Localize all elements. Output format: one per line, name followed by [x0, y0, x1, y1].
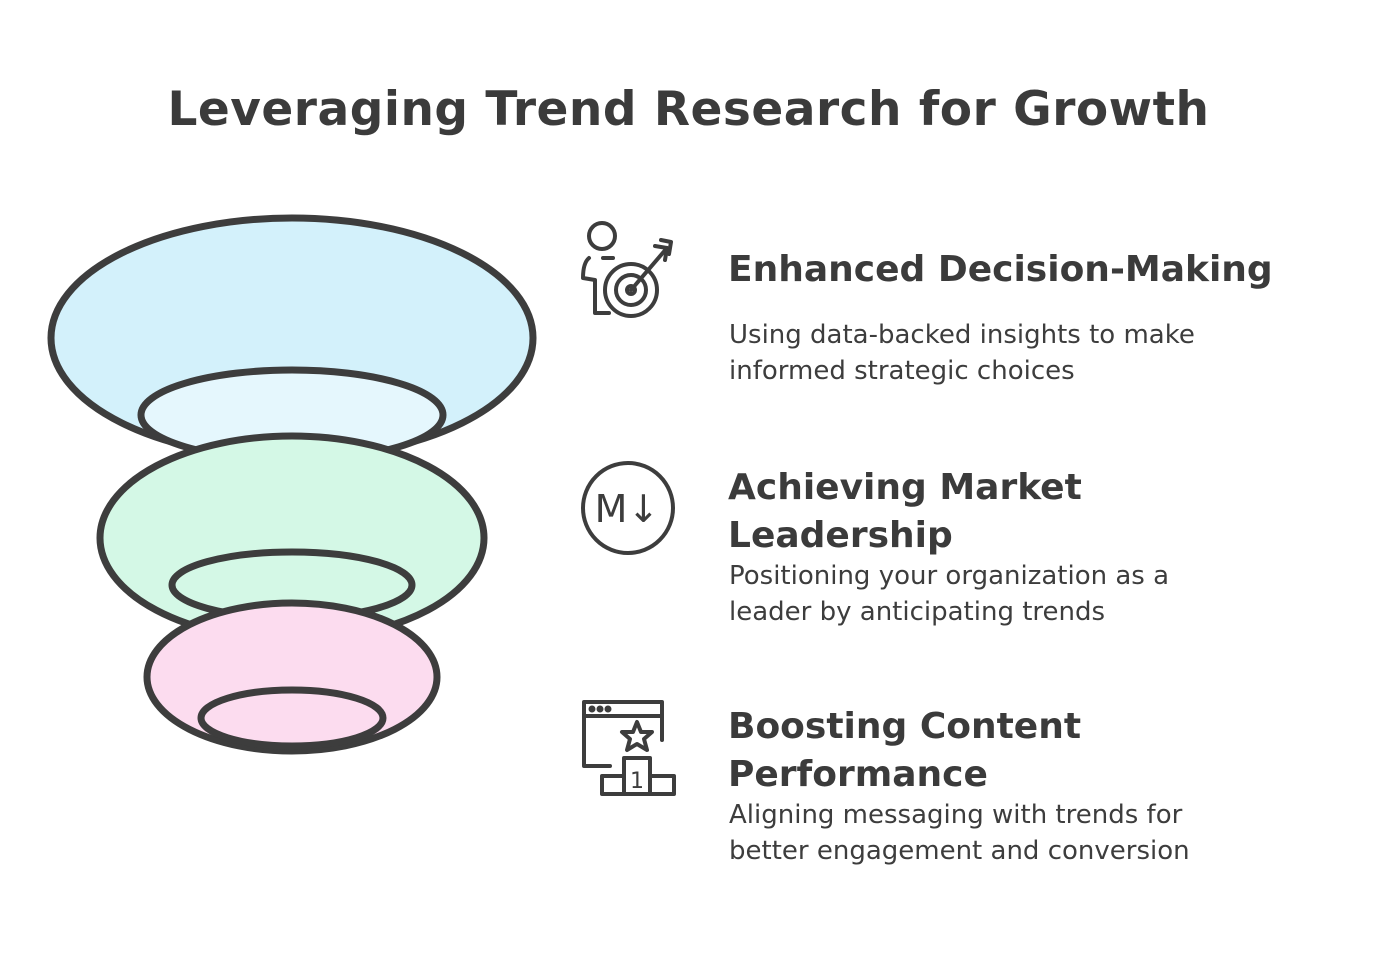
item-title-decision-making: Enhanced Decision-Making [728, 249, 1273, 290]
title-line: Leadership [728, 515, 953, 556]
title-line: Boosting Content [728, 706, 1082, 747]
item-description-decision-making: Using data-backed insights to make infor… [729, 317, 1289, 389]
funnel-diagram [47, 214, 537, 755]
description-line: Aligning messaging with trends for [729, 800, 1183, 830]
item-title-content-performance: Boosting Content Performance [728, 703, 1328, 799]
markdown-circle-icon: M↓ [581, 461, 675, 555]
markdown-icon-text: M↓ [595, 487, 660, 531]
page-title: Leveraging Trend Research for Growth [167, 82, 1210, 137]
funnel-top-ring [47, 214, 537, 464]
person-target-icon [581, 221, 673, 318]
description-line: leader by anticipating trends [729, 597, 1106, 627]
title-line: Performance [728, 754, 988, 795]
podium-label: 1 [630, 769, 644, 794]
item-title-market-leadership: Achieving Market Leadership [728, 464, 1328, 560]
item-description-content-performance: Aligning messaging with trends for bette… [729, 797, 1289, 869]
title-line: Achieving Market [728, 467, 1082, 508]
browser-star-podium-icon: 1 [582, 700, 676, 796]
description-line: Using data-backed insights to make [729, 320, 1195, 350]
funnel-bottom-ring [143, 599, 441, 755]
description-line: Positioning your organization as a [729, 561, 1170, 591]
description-line: informed strategic choices [729, 356, 1075, 386]
description-line: better engagement and conversion [729, 836, 1190, 866]
item-description-market-leadership: Positioning your organization as a leade… [729, 558, 1289, 630]
